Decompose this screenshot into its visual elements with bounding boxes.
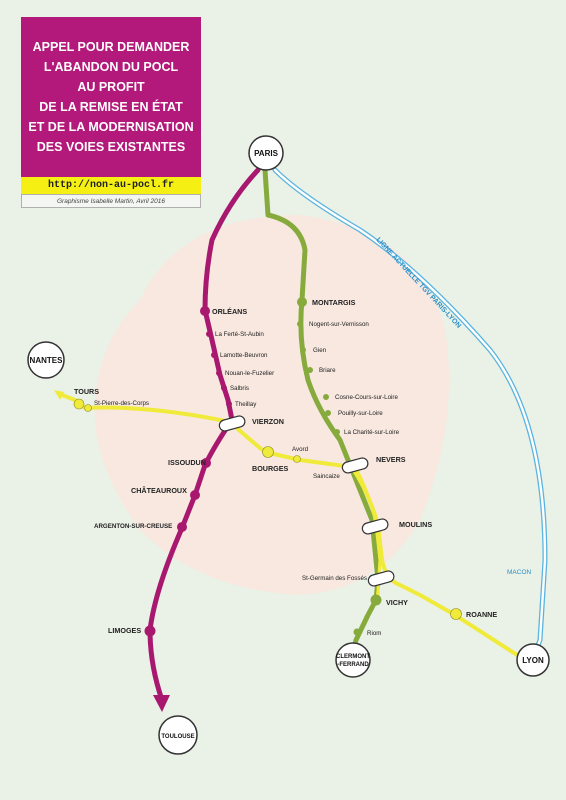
station-limoges: [144, 625, 156, 637]
station-bourges: [262, 446, 274, 458]
station-issoudun: [201, 458, 211, 468]
city-nantes-label: NANTES: [30, 356, 64, 365]
label-bourges: BOURGES: [252, 464, 289, 473]
label-chateauroux: CHÂTEAUROUX: [131, 486, 187, 495]
junction-moulins: [361, 518, 389, 535]
station-cosne: [323, 394, 329, 400]
city-toulouse: TOULOUSE: [158, 715, 198, 755]
station-argenton: [177, 522, 187, 532]
label-lamotte: Lamotte-Beuvron: [220, 352, 268, 359]
station-st-pierre: [84, 404, 92, 412]
station-charite: [334, 429, 340, 435]
station-nogent: [297, 321, 303, 327]
label-saincaize: Saincaize: [313, 473, 340, 480]
label-nevers: NEVERS: [376, 455, 406, 464]
city-lyon-label: LYON: [522, 656, 544, 665]
label-orleans: ORLÉANS: [212, 307, 247, 316]
junction-vierzon: [218, 415, 246, 432]
nantes-arrow: [54, 390, 64, 400]
yellow-line-moulins-vichy: [354, 466, 382, 602]
station-riom: [353, 628, 361, 636]
city-toulouse-label: TOULOUSE: [161, 734, 194, 740]
macon-label: MACON: [507, 569, 532, 576]
city-clermont-label-2: -FERRAND: [337, 662, 369, 668]
central-region: [94, 215, 450, 595]
label-pouilly: Pouilly-sur-Loire: [338, 410, 383, 417]
label-la-ferte: La Ferté-St-Aubin: [215, 331, 264, 338]
title-line-5: ET DE LA MODERNISATION: [28, 120, 194, 134]
label-nogent: Nogent-sur-Vernisson: [309, 321, 369, 328]
label-avord: Avord: [292, 446, 309, 453]
station-theillay: [226, 401, 232, 407]
station-roanne: [450, 608, 462, 620]
station-orleans: [200, 306, 210, 316]
label-argenton: ARGENTON-SUR-CREUSE: [94, 523, 172, 530]
junction-nevers: [341, 457, 369, 474]
station-nouan: [216, 370, 222, 376]
label-briare: Briare: [319, 367, 336, 374]
website-link[interactable]: http://non-au-pocl.fr: [21, 177, 201, 194]
label-st-germain: St-Germain des Fossés: [302, 575, 367, 582]
tgv-paris-lyon-line: [272, 167, 548, 663]
title-line-1: APPEL POUR DEMANDER: [32, 40, 190, 54]
city-nantes: NANTES: [27, 341, 65, 379]
title-panel: APPEL POUR DEMANDER L'ABANDON DU POCL AU…: [21, 17, 201, 177]
label-cosne: Cosne-Cours-sur-Loire: [335, 394, 398, 401]
city-clermont-ferrand: CLERMONT -FERRAND: [335, 642, 371, 678]
title-line-4: DE LA REMISE EN ÉTAT: [39, 100, 183, 114]
label-moulins: MOULINS: [399, 520, 432, 529]
city-paris: PARIS: [248, 135, 284, 171]
station-briare: [307, 367, 313, 373]
green-line-paris-clermont: [262, 167, 381, 663]
title-line-3: AU PROFIT: [77, 80, 145, 94]
credit-text: Graphisme Isabelle Martin, Avril 2016: [21, 194, 201, 208]
toulouse-arrow: [153, 695, 170, 712]
station-avord: [293, 455, 301, 463]
label-tours: TOURS: [74, 387, 99, 396]
station-montargis: [297, 297, 307, 307]
label-vichy: VICHY: [386, 598, 408, 607]
station-salbris: [221, 385, 227, 391]
title-line-2: L'ABANDON DU POCL: [43, 60, 179, 74]
label-charite: La Charité-sur-Loire: [344, 429, 400, 436]
label-st-pierre: St-Pierre-des-Corps: [94, 400, 149, 407]
station-gien: [300, 347, 306, 353]
station-pouilly: [325, 410, 331, 416]
station-chateauroux: [190, 490, 200, 500]
label-issoudun: ISSOUDUN: [168, 458, 206, 467]
station-vichy: [370, 594, 382, 606]
label-nouan: Nouan-le-Fuzelier: [225, 370, 274, 377]
label-riom: Riom: [367, 630, 381, 637]
city-paris-label: PARIS: [254, 149, 279, 158]
city-lyon: LYON: [516, 643, 550, 677]
label-theillay: Theillay: [235, 401, 257, 408]
label-gien: Gien: [313, 347, 327, 354]
label-salbris: Salbris: [230, 385, 249, 392]
station-lamotte: [211, 352, 217, 358]
label-roanne: ROANNE: [466, 610, 497, 619]
station-la-ferte: [206, 331, 212, 337]
label-limoges: LIMOGES: [108, 626, 141, 635]
city-clermont-label-1: CLERMONT: [336, 654, 370, 660]
station-tours: [73, 398, 85, 410]
title-line-6: DES VOIES EXISTANTES: [36, 140, 186, 154]
label-montargis: MONTARGIS: [312, 298, 356, 307]
label-vierzon: VIERZON: [252, 417, 284, 426]
junction-st-germain: [367, 570, 395, 587]
